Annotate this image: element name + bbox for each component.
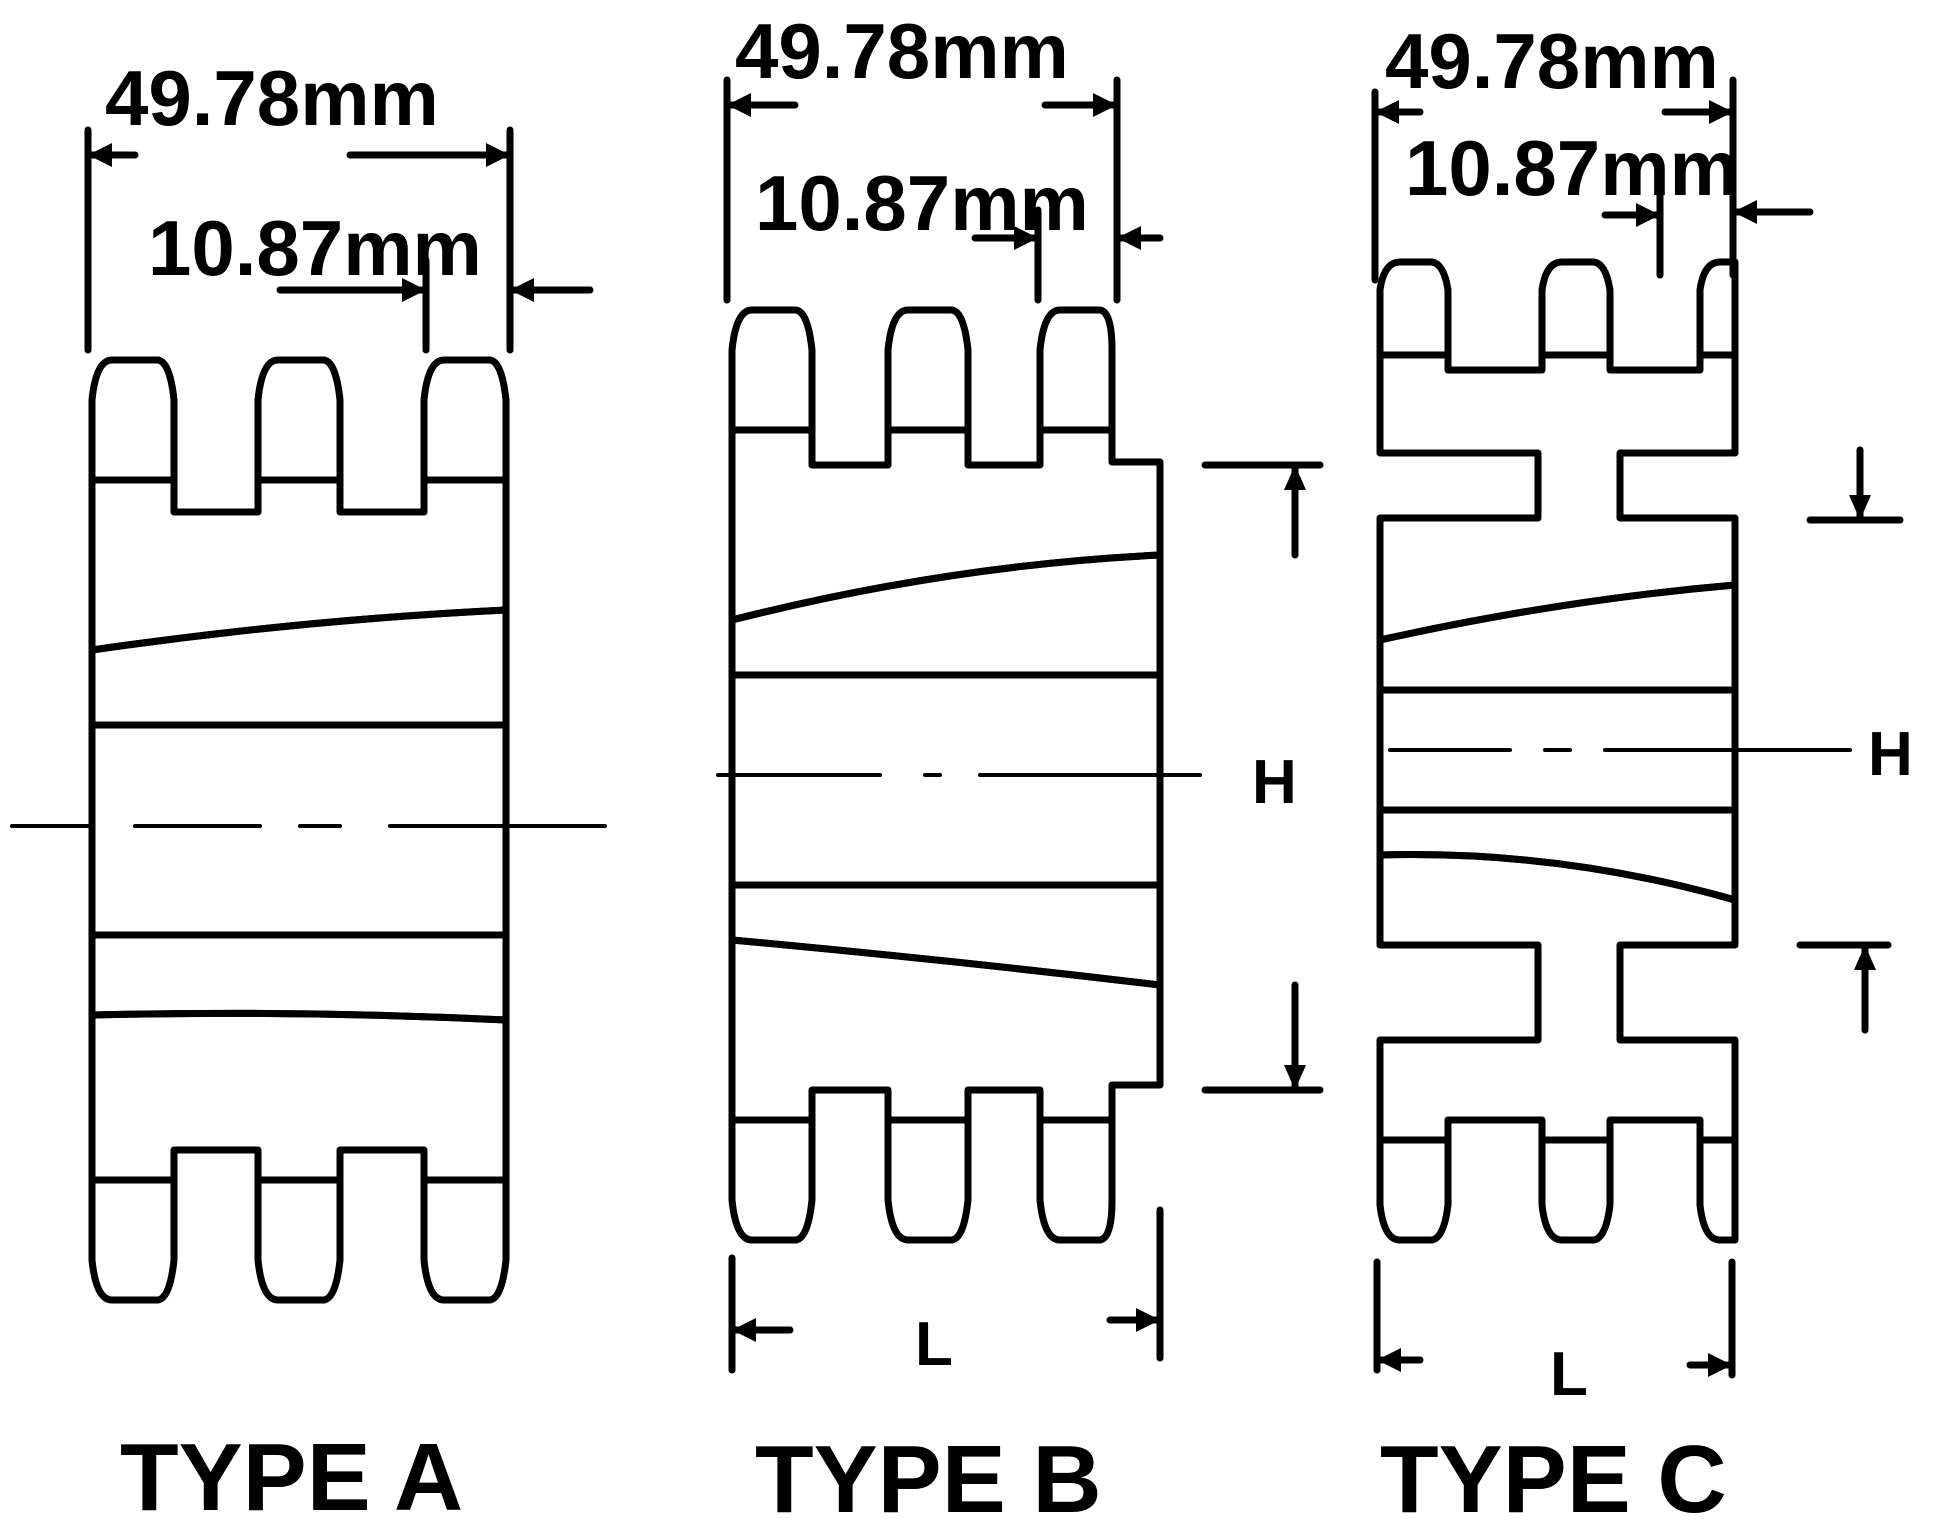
- hub-length-label: L: [1550, 1340, 1588, 1409]
- overall-width-label: 49.78mm: [1385, 17, 1719, 105]
- strand-width-dimension: 10.87mm: [148, 204, 594, 354]
- hub-height-label: H: [1252, 748, 1297, 817]
- hub-length-dimension: L: [1373, 1258, 1736, 1409]
- view-type-a: 49.78mm 10.87mm TYPE A: [10, 54, 607, 1531]
- strand-width-dimension: 10.87mm: [755, 159, 1164, 304]
- overall-width-dimension: 49.78mm: [723, 7, 1121, 304]
- sprocket-body-type-a: [10, 356, 607, 1304]
- strand-width-label: 10.87mm: [755, 159, 1089, 247]
- hub-height-label: H: [1868, 720, 1913, 789]
- type-b-title: TYPE B: [755, 1426, 1102, 1533]
- hub-length-label: L: [915, 1310, 953, 1379]
- hub-length-dimension: L: [728, 1206, 1164, 1379]
- strand-width-label: 10.87mm: [1405, 124, 1739, 212]
- type-a-title: TYPE A: [120, 1424, 463, 1531]
- strand-width-dimension: 10.87mm: [1405, 124, 1814, 279]
- hub-height-dimension: H: [1796, 446, 1913, 1034]
- strand-width-label: 10.87mm: [148, 204, 482, 292]
- type-c-title: TYPE C: [1380, 1426, 1727, 1533]
- view-type-b: 49.78mm 10.87mm H: [716, 7, 1324, 1533]
- overall-width-label: 49.78mm: [735, 7, 1069, 95]
- hub-height-dimension: H: [1201, 461, 1324, 1094]
- sprocket-body-type-c: [1376, 258, 1852, 1244]
- overall-width-dimension: 49.78mm: [84, 54, 514, 354]
- overall-width-dimension: 49.78mm: [1371, 17, 1737, 284]
- sprocket-body-type-b: [716, 306, 1202, 1244]
- overall-width-label: 49.78mm: [105, 54, 439, 142]
- view-type-c: 49.78mm 10.87mm H: [1371, 17, 1913, 1533]
